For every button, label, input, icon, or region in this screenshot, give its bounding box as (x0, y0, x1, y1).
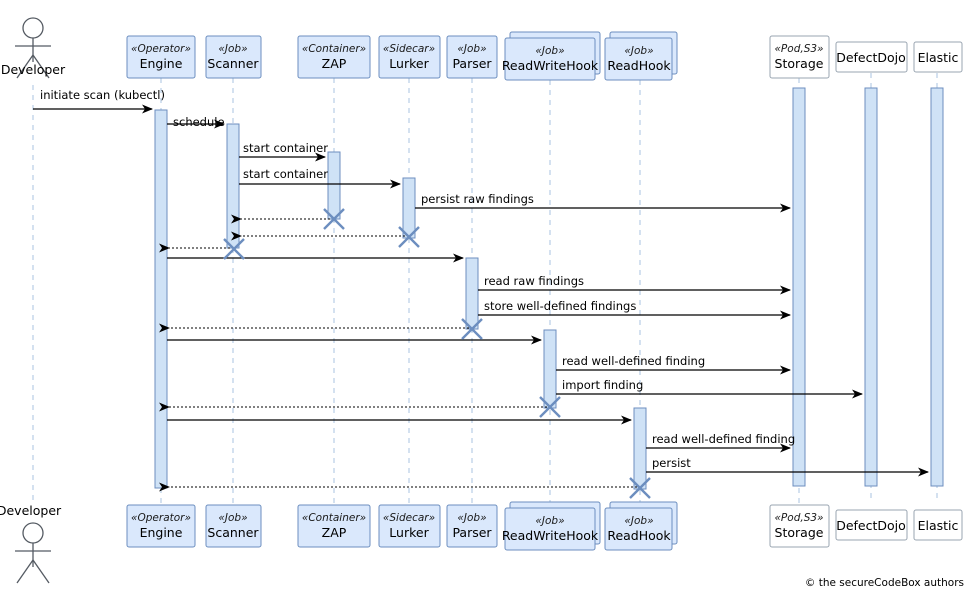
participant-bottom-scanner-name: Scanner (207, 525, 259, 540)
participant-bottom-storage[interactable]: «Pod,S3» Storage (769, 504, 830, 548)
participant-bottom-zap-name: ZAP (322, 525, 347, 540)
actor-top-label: Developer (1, 62, 66, 77)
messages-group: initiate scan (kubectl) schedule start c… (33, 88, 929, 492)
participant-bottom-parser-name: Parser (452, 525, 492, 540)
participant-bottom-lurker[interactable]: «Sidecar» Lurker (378, 504, 441, 548)
participant-top-elastic-name: Elastic (918, 50, 959, 65)
participant-bottom-defectdojo[interactable]: DefectDojo (835, 509, 908, 541)
message-label-18: persist (652, 456, 691, 470)
participant-bottom-parser[interactable]: «Job» Parser (446, 504, 498, 548)
participant-top-parser-stereotype: «Job» (457, 43, 486, 55)
participant-bottom-zap-stereotype: «Container» (302, 512, 366, 524)
activation-readhook (633, 407, 647, 490)
actor-top-leg-right (32, 54, 50, 79)
participant-bottom-elastic[interactable]: Elastic (913, 509, 963, 541)
participant-bottom-lurker-name: Lurker (389, 525, 429, 540)
participant-top-zap[interactable]: «Container» ZAP (297, 35, 371, 79)
participant-top-readwritehook-stereotype: «Job» (535, 45, 564, 57)
participant-bottom-scanner[interactable]: «Job» Scanner (205, 504, 262, 548)
participant-top-elastic[interactable]: Elastic (913, 41, 963, 73)
destroy-marker-scanner (223, 238, 245, 260)
destroy-marker-readhook (629, 477, 651, 499)
destroy-marker-zap (323, 208, 345, 230)
activation-storage (792, 87, 806, 487)
participant-bottom-storage-name: Storage (775, 525, 824, 540)
participant-top-parser[interactable]: «Job» Parser (446, 35, 498, 79)
actor-top-head-icon (22, 17, 44, 39)
activation-elastic (930, 87, 944, 487)
copyright-notice: © the secureCodeBox authors (805, 577, 964, 589)
activation-lurker (402, 177, 416, 239)
participants-bottom-group: «Operator» Engine «Job» Scanner «Contain… (126, 501, 963, 551)
destroy-marker-readwritehook (539, 396, 561, 418)
activation-bars-group (154, 87, 944, 490)
participant-bottom-defectdojo-name: DefectDojo (836, 518, 906, 533)
participant-top-scanner[interactable]: «Job» Scanner (205, 35, 262, 79)
participant-top-parser-name: Parser (452, 56, 492, 71)
participant-top-zap-stereotype: «Container» (302, 43, 366, 55)
activation-zap (327, 151, 341, 220)
participant-bottom-readhook-name: ReadHook (607, 528, 671, 543)
participant-top-readwritehook[interactable]: «Job» ReadWriteHook (502, 31, 601, 81)
participant-bottom-zap[interactable]: «Container» ZAP (297, 504, 371, 548)
activation-parser (465, 257, 479, 330)
message-label-9: read raw findings (484, 274, 584, 288)
participant-top-readhook-stereotype: «Job» (624, 45, 653, 57)
participant-top-defectdojo[interactable]: DefectDojo (835, 41, 908, 73)
participant-bottom-scanner-stereotype: «Job» (218, 512, 247, 524)
participant-top-zap-name: ZAP (322, 56, 347, 71)
participant-bottom-engine-stereotype: «Operator» (131, 512, 191, 524)
participant-bottom-engine[interactable]: «Operator» Engine (126, 504, 196, 548)
message-label-17: read well-defined finding (652, 432, 795, 446)
participant-top-engine-stereotype: «Operator» (131, 43, 191, 55)
destroy-marker-lurker (398, 226, 420, 248)
participant-top-defectdojo-name: DefectDojo (836, 50, 906, 65)
participant-top-lurker-stereotype: «Sidecar» (383, 43, 435, 55)
participant-bottom-readhook-stereotype: «Job» (624, 515, 653, 527)
actor-bottom-label: Developer (0, 503, 62, 518)
destroy-markers-group (223, 208, 651, 499)
participant-bottom-engine-name: Engine (140, 525, 183, 540)
participant-bottom-readwritehook-stereotype: «Job» (535, 515, 564, 527)
actor-bottom-head-icon (22, 522, 44, 544)
activation-scanner (226, 123, 240, 249)
activation-engine (154, 109, 168, 489)
actor-top-leg-left (16, 54, 34, 79)
participant-top-storage-stereotype: «Pod,S3» (774, 43, 823, 55)
participant-top-lurker[interactable]: «Sidecar» Lurker (378, 35, 441, 79)
message-label-4: persist raw findings (421, 192, 534, 206)
activation-defectdojo (864, 87, 878, 487)
actor-bottom-leg-left (16, 559, 34, 584)
participant-top-lurker-name: Lurker (389, 56, 429, 71)
participant-top-readhook[interactable]: «Job» ReadHook (604, 31, 678, 81)
participant-top-scanner-name: Scanner (207, 56, 259, 71)
message-label-10: store well-defined findings (484, 299, 636, 313)
message-label-1: schedule (173, 115, 225, 129)
participant-top-scanner-stereotype: «Job» (218, 43, 247, 55)
message-label-14: import finding (562, 378, 643, 392)
participants-top-group: «Operator» Engine «Job» Scanner «Contain… (126, 31, 963, 81)
message-label-13: read well-defined finding (562, 354, 705, 368)
participant-bottom-elastic-name: Elastic (918, 518, 959, 533)
activation-readwritehook (543, 329, 557, 409)
participant-bottom-parser-stereotype: «Job» (457, 512, 486, 524)
participant-bottom-readhook[interactable]: «Job» ReadHook (604, 501, 678, 551)
message-label-2: start container (243, 141, 328, 155)
participant-top-readwritehook-name: ReadWriteHook (502, 58, 599, 73)
participant-bottom-storage-stereotype: «Pod,S3» (774, 512, 823, 524)
participant-top-engine[interactable]: «Operator» Engine (126, 35, 196, 79)
message-label-0: initiate scan (kubectl) (40, 88, 165, 102)
participant-bottom-readwritehook[interactable]: «Job» ReadWriteHook (502, 501, 601, 551)
participant-bottom-readwritehook-name: ReadWriteHook (502, 528, 599, 543)
participant-top-readhook-name: ReadHook (607, 58, 671, 73)
participant-bottom-lurker-stereotype: «Sidecar» (383, 512, 435, 524)
actor-bottom-leg-right (32, 559, 50, 584)
participant-top-storage-name: Storage (775, 56, 824, 71)
participant-top-storage[interactable]: «Pod,S3» Storage (769, 35, 830, 79)
message-label-3: start container (243, 167, 328, 181)
actor-top[interactable]: Developer (1, 17, 66, 79)
participant-top-engine-name: Engine (140, 56, 183, 71)
destroy-marker-parser (461, 318, 483, 340)
actor-bottom[interactable]: Developer (0, 503, 62, 584)
